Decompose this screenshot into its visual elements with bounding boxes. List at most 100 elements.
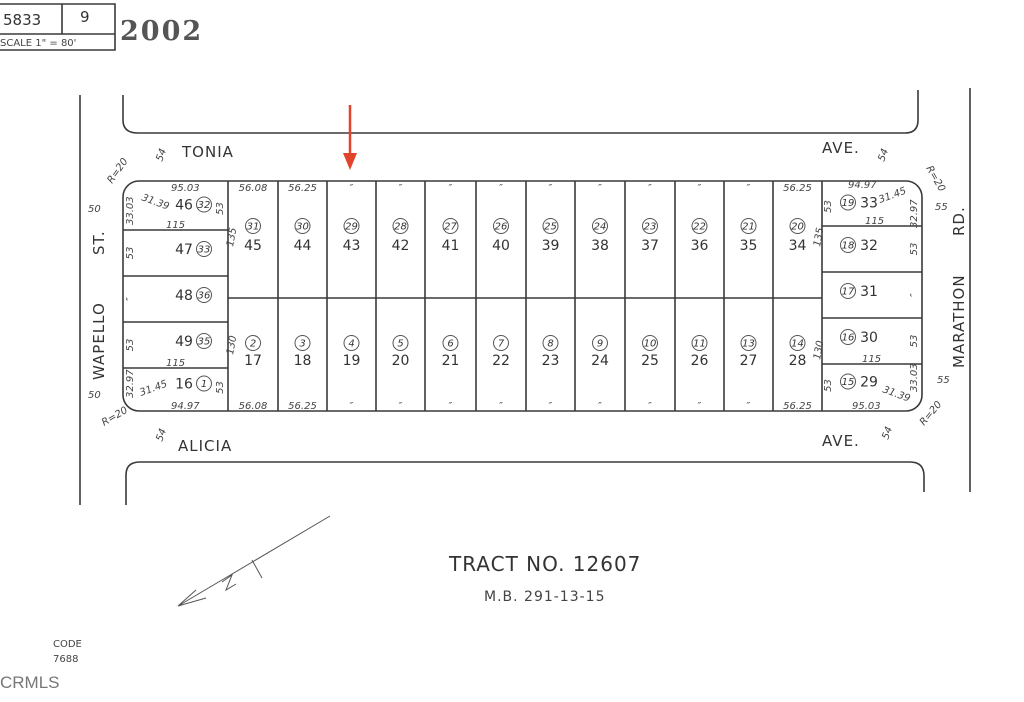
parcel-circle — [196, 196, 212, 213]
bottom-lot-number: 25 — [641, 353, 659, 369]
parcel-number: 24 — [594, 222, 607, 233]
right-lot-width: 53 — [823, 200, 834, 213]
parcel-circle — [840, 283, 856, 299]
top-lot-number: 40 — [492, 238, 510, 254]
parcel-circle — [294, 335, 311, 351]
code-label: CODE — [53, 639, 82, 650]
parcel-number: 19 — [842, 198, 855, 209]
parcel-circle — [740, 218, 757, 234]
parcel-number: 29 — [345, 222, 358, 233]
parcel-circle — [392, 218, 409, 234]
top-lot-frontage: ″ — [598, 183, 602, 194]
top-lot-frontage: ″ — [399, 183, 403, 194]
street-name-marathon: MARATHON — [950, 274, 968, 368]
se-front-dim: 95.03 — [852, 401, 881, 412]
bottom-lot-number: 19 — [343, 353, 361, 369]
side-depth-ne: 115 — [865, 216, 884, 227]
bottom-lot-number: 27 — [740, 353, 758, 369]
bottom-lot-frontage: 56.25 — [783, 401, 812, 412]
street-width-alicia-e: 54 — [880, 425, 895, 441]
right-lot-number: 32 — [860, 238, 878, 254]
page-number: 9 — [80, 8, 90, 26]
parcel-circle — [789, 335, 806, 351]
left-lot-width: 53 — [215, 381, 226, 394]
north-arrow-icon — [177, 515, 331, 607]
parcel-circle — [196, 241, 212, 257]
street-width-tonia-w: 54 — [154, 147, 169, 163]
parcel-circle — [691, 218, 708, 234]
bottom-lot-frontage: ″ — [449, 401, 453, 412]
parcel-number: 35 — [198, 337, 211, 348]
street-name-wapello: WAPELLO — [90, 302, 108, 380]
parcel-number: 22 — [693, 222, 706, 233]
top-lot-number: 39 — [542, 238, 560, 254]
depth-dim-east-top: 135 — [812, 227, 826, 248]
parcel-circle — [840, 194, 856, 211]
parcel-number: 14 — [791, 339, 804, 350]
block-tract: 314556.08304456.252943″2842″2741″2640″25… — [122, 180, 923, 412]
top-lot-frontage: 56.08 — [239, 183, 268, 194]
parcel-circle — [740, 335, 757, 351]
top-lot-number: 36 — [691, 238, 709, 254]
right-lot-number: 33 — [860, 196, 878, 212]
top-lot-number: 37 — [641, 238, 659, 254]
side-depth-nw: 115 — [166, 220, 185, 231]
top-lot-number: 38 — [591, 238, 609, 254]
street-width-marathon-n: 55 — [935, 202, 948, 213]
bottom-lot-number: 20 — [392, 353, 410, 369]
parcel-number: 4 — [348, 339, 354, 350]
book-number: 5833 — [3, 11, 41, 29]
bottom-lot-frontage: ″ — [698, 401, 702, 412]
bottom-lot-frontage: ″ — [598, 401, 602, 412]
alicia-ave-curb — [125, 461, 925, 505]
parcel-circle — [642, 218, 658, 234]
sw-curve-dim: 31.45 — [138, 379, 169, 399]
top-lot-frontage: ″ — [499, 183, 503, 194]
street-name-alicia: ALICIA — [178, 437, 232, 455]
top-lot-number: 42 — [392, 238, 410, 254]
parcel-number: 20 — [791, 222, 804, 233]
left-lot-number: 46 — [175, 198, 193, 214]
parcel-number: 3 — [299, 339, 305, 350]
bottom-lot-number: 26 — [691, 353, 709, 369]
side-depth-sw: 115 — [166, 358, 185, 369]
top-lot-frontage: ″ — [698, 183, 702, 194]
ne-front-dim: 94.97 — [848, 180, 877, 191]
parcel-circle — [196, 333, 212, 349]
left-lot-number: 48 — [175, 288, 193, 304]
parcel-circle — [392, 335, 409, 351]
parcel-number: 16 — [842, 333, 855, 344]
ne-side-dim: 32.97 — [909, 199, 920, 228]
tonia-ave-curb — [122, 90, 919, 134]
parcel-circle — [442, 335, 459, 351]
parcel-circle — [592, 335, 608, 351]
top-lot-frontage: 56.25 — [288, 183, 317, 194]
parcel-number: 27 — [444, 222, 457, 233]
right-lot-number: 31 — [860, 284, 878, 300]
bottom-lot-frontage: ″ — [399, 401, 403, 412]
bottom-lot-number: 17 — [244, 353, 262, 369]
right-lot-width: ″ — [909, 293, 920, 297]
parcel-number: 25 — [544, 222, 557, 233]
ne-curve-dim: 31.45 — [877, 186, 908, 206]
top-lot-number: 41 — [442, 238, 460, 254]
parcel-circle — [542, 218, 559, 234]
parcel-number: 28 — [394, 222, 407, 233]
bottom-lot-number: 21 — [442, 353, 460, 369]
bottom-lot-frontage: ″ — [499, 401, 503, 412]
parcel-number: 23 — [644, 222, 657, 233]
parcel-number: 30 — [296, 222, 309, 233]
left-lot-width: 53 — [125, 339, 136, 352]
parcel-circle — [691, 335, 708, 351]
parcel-number: 36 — [198, 291, 211, 302]
parcel-number: 33 — [198, 245, 211, 256]
parcel-circle — [196, 375, 212, 392]
left-lot-number: 47 — [175, 242, 193, 258]
corner-dimensions: 95.03 31.39 33.03 R=20 94.97 31.45 32.97… — [100, 156, 947, 428]
top-lot-frontage: ″ — [747, 183, 751, 194]
right-lot-width: 53 — [909, 243, 920, 256]
parcel-circle — [840, 329, 856, 345]
street-width-wapello-s: 50 — [88, 390, 101, 401]
depth-dim-west-top: 135 — [225, 227, 239, 248]
right-lot-number: 30 — [860, 330, 878, 346]
